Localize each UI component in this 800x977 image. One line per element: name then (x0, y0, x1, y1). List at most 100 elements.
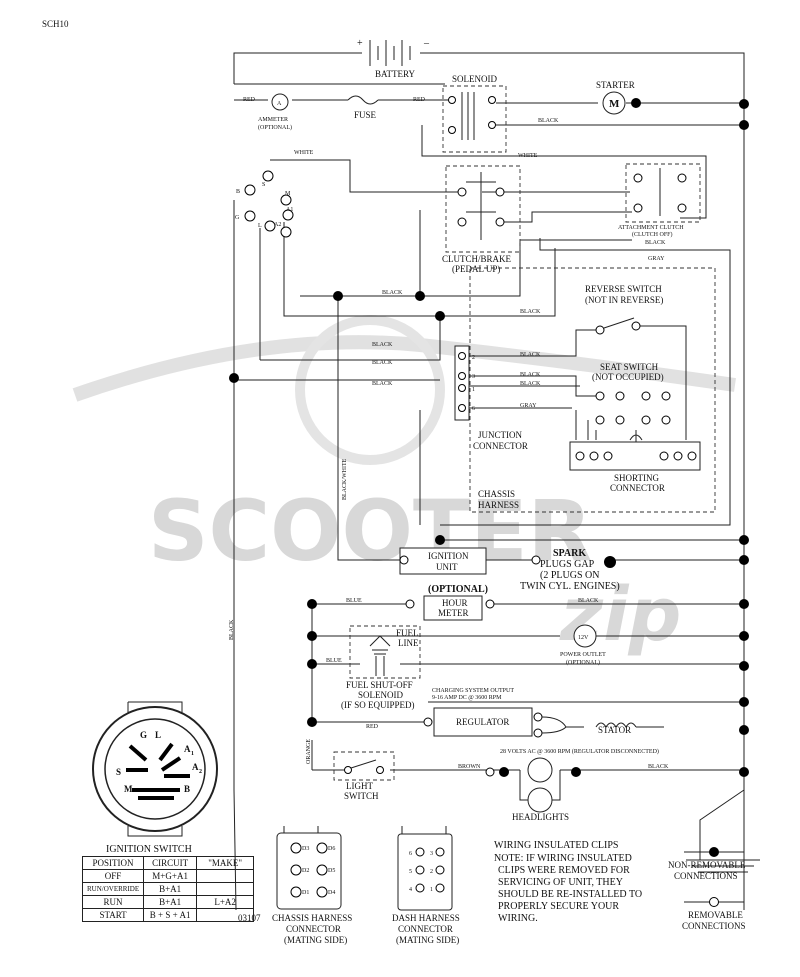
chassis-connector-pin (316, 864, 328, 876)
ignition-switch-blade (160, 756, 182, 772)
connection-dot (739, 99, 749, 109)
reverse-switch-terminal (595, 325, 605, 335)
ground-symbol (686, 859, 760, 873)
wire-label-black: BLACK (520, 381, 541, 387)
chassis-harness-connector: D3 D6 D2 D5 D1 D4 (276, 826, 342, 910)
wire-label-red: RED (413, 97, 426, 103)
seat-switch-label: SEAT SWITCH (600, 362, 659, 372)
connection-dot (739, 767, 749, 777)
ignition-terminal-s (262, 170, 274, 182)
wire-white-attach (421, 125, 707, 219)
wire-label-black: BLACK (372, 360, 393, 366)
fuel-line-label-2: LINE (398, 638, 419, 648)
wire-ground (699, 789, 745, 860)
chassis-pin-label: D5 (328, 868, 335, 874)
fuse-symbol (347, 95, 379, 105)
shorting-connector-pin (673, 451, 683, 461)
clutch-brake-terminal (457, 187, 467, 197)
fuse-label: FUSE (354, 110, 377, 120)
notes-line: SERVICING OF UNIT, THEY (498, 877, 623, 888)
watermark: SCOOTER zip (72, 315, 736, 658)
connection-dot (604, 556, 616, 568)
junction-connector-body (454, 345, 470, 421)
ignition-face-a2: A (192, 762, 199, 772)
wire-black-left (233, 380, 237, 911)
connection-dot (307, 599, 317, 609)
hour-meter-optional: (OPTIONAL) (428, 584, 488, 595)
notes-line: CLIPS WERE REMOVED FOR (498, 865, 630, 876)
wire-label-red: RED (243, 97, 256, 103)
wire-label-black: BLACK (372, 381, 393, 387)
notes-line: PROPERLY SECURE YOUR (498, 901, 619, 912)
doc-code: SCH10 (42, 19, 69, 29)
connection-dot (739, 599, 749, 609)
wire-gray-outer (440, 238, 731, 526)
shorting-connector-pin (659, 451, 669, 461)
ignition-terminal-a2 (280, 226, 292, 238)
chassis-connector-pin (316, 842, 328, 854)
table-row: OFF M+G+A1 (81, 869, 255, 883)
spark-plugs-note: (2 PLUGS ON (540, 570, 599, 581)
headlights-label: HEADLIGHTS (512, 812, 569, 822)
power-outlet-voltage: 12V (578, 635, 589, 641)
table-cell-circuit: B + S + A1 (143, 908, 198, 922)
solenoid-terminal (488, 121, 496, 129)
attachment-clutch-terminal (677, 203, 687, 213)
clutch-brake-terminal (495, 217, 505, 227)
table-header-make: "MAKE" (196, 856, 255, 870)
chassis-pin-label: D2 (302, 868, 309, 874)
table-cell-make (196, 882, 255, 896)
ignition-switch-title: IGNITION SWITCH (106, 844, 192, 855)
fuel-solenoid-label-3: (IF SO EQUIPPED) (341, 700, 415, 710)
ignition-terminal-b (244, 184, 256, 196)
non-removable-connections (229, 98, 749, 777)
dash-connector-pin (415, 865, 425, 875)
ignition-face-g: G (140, 730, 147, 740)
shorting-connector-label-2: CONNECTOR (610, 483, 665, 493)
table-cell-circuit: M+G+A1 (143, 869, 198, 883)
wire-label-red: RED (366, 724, 379, 730)
removable-connections (399, 555, 541, 777)
ignition-terminal-g (244, 210, 256, 222)
connection-dot (739, 697, 749, 707)
headlight-upper (527, 757, 553, 783)
regulator-terminal (533, 712, 543, 722)
junction-pin-3 (458, 372, 466, 380)
clutch-brake-label: CLUTCH/BRAKE (442, 254, 512, 264)
connection-dot (631, 98, 641, 108)
wire-battery-plus (233, 52, 362, 84)
junction-pin-6-label: 6 (472, 406, 475, 412)
notes-line: NOTE: IF WIRING INSULATED (494, 853, 632, 864)
removable-connection (485, 599, 495, 609)
dash-pin-label: 5 (409, 869, 412, 875)
battery: + – BATTERY (357, 38, 430, 79)
ammeter-symbol (271, 93, 289, 111)
light-switch-contact (350, 759, 377, 769)
junction-connector-label: JUNCTION (478, 430, 522, 440)
shorting-connector-pin (575, 451, 585, 461)
chassis-harness-label-2: HARNESS (478, 500, 519, 510)
table-header-circuit: CIRCUIT (143, 856, 198, 870)
junction-pin-2-label: 2 (472, 355, 475, 361)
chassis-harness-label: CHASSIS (478, 489, 515, 499)
wire-label-black: BLACK (229, 619, 235, 640)
seat-switch-terminal (615, 415, 625, 425)
chassis-connector-label-3: (MATING SIDE) (284, 935, 347, 945)
wire-label-black: BLACK (520, 309, 541, 315)
regulator-label: REGULATOR (456, 717, 509, 727)
connection-dot (307, 659, 317, 669)
connection-dot (739, 555, 749, 565)
seat-switch (575, 391, 671, 446)
seat-switch-terminal (595, 391, 605, 401)
shorting-connector-pin (687, 451, 697, 461)
connection-dot (307, 717, 317, 727)
removable-connection (485, 767, 495, 777)
light-switch-terminal (376, 766, 384, 774)
shorting-connector (569, 441, 701, 471)
wire-label-brown: BROWN (458, 764, 481, 770)
chassis-pin-label: D1 (302, 890, 309, 896)
fuel-solenoid-coil (375, 656, 385, 676)
connection-dot (229, 373, 239, 383)
light-switch-label: LIGHT (346, 781, 373, 791)
